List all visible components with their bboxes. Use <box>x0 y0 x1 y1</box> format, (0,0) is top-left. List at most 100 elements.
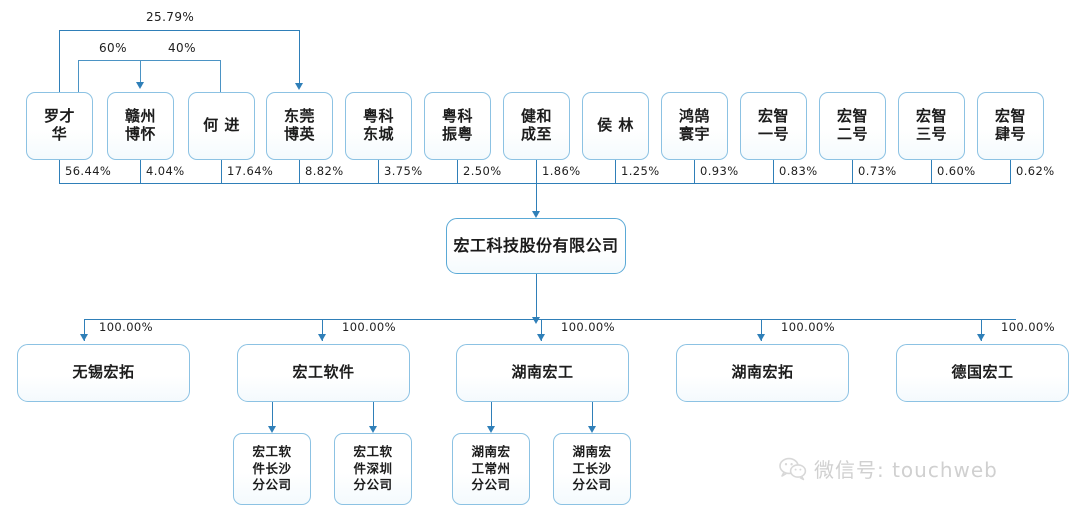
cross-line-drop-ganzhou <box>140 60 142 83</box>
branch-box-hg-soft-shenzhen[interactable]: 宏工软 件深圳 分公司 <box>334 433 412 505</box>
shareholder-box-yueke-zhenyue[interactable]: 粤科 振粤 <box>424 92 491 160</box>
bus-wall-5 <box>457 160 459 184</box>
shareholder-box-honghu-huanyu[interactable]: 鸿鹄 寰宇 <box>661 92 728 160</box>
ownership-pct-ganzhou-bohuai: 4.04% <box>146 164 185 178</box>
branch-drop-hn-hg-changzhou <box>491 402 493 431</box>
branch-box-hn-hg-changsha[interactable]: 湖南宏 工长沙 分公司 <box>553 433 631 505</box>
parent-company-box[interactable]: 宏工科技股份有限公司 <box>446 218 626 274</box>
cross-arrow-ganzhou <box>136 82 144 89</box>
ownership-pct-hongzhi-1: 0.83% <box>779 164 818 178</box>
sub-arrow-hunan-honggong <box>537 334 545 341</box>
shareholder-box-yueke-dongcheng[interactable]: 粤科 东城 <box>345 92 412 160</box>
ownership-pct-jianhe-chengzhi: 1.86% <box>542 164 581 178</box>
subsidiary-box-hunan-honggong[interactable]: 湖南宏工 <box>456 344 629 402</box>
cross-arrow-25-79 <box>295 83 303 90</box>
subsidiary-box-wuxi-hongtuo[interactable]: 无锡宏拓 <box>17 344 190 402</box>
shareholder-box-hou-lin[interactable]: 侯 林 <box>582 92 649 160</box>
ownership-pct-hongzhi-3: 0.60% <box>937 164 976 178</box>
shareholder-label: 宏智 肆号 <box>994 107 1026 143</box>
shareholder-box-luo-cai-hua[interactable]: 罗才 华 <box>26 92 93 160</box>
shareholder-label: 宏智 三号 <box>915 107 947 143</box>
sub-arrow-honggong-software <box>318 334 326 341</box>
bus-wall-0 <box>59 160 61 184</box>
bus-wall-3 <box>299 160 301 184</box>
branch-box-hg-soft-changsha[interactable]: 宏工软 件长沙 分公司 <box>233 433 311 505</box>
bus-wall-8 <box>694 160 696 184</box>
shareholder-box-hongzhi-1[interactable]: 宏智 一号 <box>740 92 807 160</box>
shareholder-label: 东莞 博英 <box>283 107 315 143</box>
subsidiary-box-hunan-hongtuo[interactable]: 湖南宏拓 <box>676 344 849 402</box>
subsidiary-label: 湖南宏拓 <box>731 363 794 382</box>
ownership-pct-yueke-zhenyue: 2.50% <box>463 164 502 178</box>
trunk-arrow-subs <box>532 317 540 324</box>
subsidiary-pct-hunan-hongtuo: 100.00% <box>781 320 835 334</box>
shareholder-box-hongzhi-3[interactable]: 宏智 三号 <box>898 92 965 160</box>
branch-label: 湖南宏 工长沙 分公司 <box>572 444 612 493</box>
subsidiary-bus-rail <box>84 319 1016 321</box>
watermark-text: 微信号: touchweb <box>814 458 998 482</box>
ownership-pct-hongzhi-2: 0.73% <box>858 164 897 178</box>
cross-line-40-right <box>220 60 222 92</box>
bus-wall-1 <box>140 160 142 184</box>
sub-drop-germany-honggong <box>981 319 983 341</box>
shareholder-box-dongguan-boying[interactable]: 东莞 博英 <box>266 92 333 160</box>
branch-arrow-hg-soft-shenzhen <box>369 426 377 433</box>
cross-holding-label-25-79: 25.79% <box>146 10 195 24</box>
shareholder-box-hongzhi-4[interactable]: 宏智 肆号 <box>977 92 1044 160</box>
branch-label: 宏工软 件长沙 分公司 <box>252 444 292 493</box>
ownership-pct-luo-cai-hua: 56.44% <box>65 164 112 178</box>
trunk-parent-to-subs <box>536 274 538 319</box>
branch-drop-hn-hg-changsha <box>592 402 594 431</box>
sub-drop-wuxi-hongtuo <box>84 319 86 341</box>
shareholder-label: 宏智 二号 <box>836 107 868 143</box>
branch-drop-hg-soft-shenzhen <box>373 402 375 431</box>
shareholder-box-ganzhou-bohuai[interactable]: 赣州 博怀 <box>107 92 174 160</box>
ownership-pct-hou-lin: 1.25% <box>621 164 660 178</box>
subsidiary-label: 德国宏工 <box>951 363 1014 382</box>
subsidiary-box-honggong-software[interactable]: 宏工软件 <box>237 344 410 402</box>
subsidiary-pct-germany-honggong: 100.00% <box>1001 320 1055 334</box>
subsidiary-label: 湖南宏工 <box>511 363 574 382</box>
subsidiary-box-germany-honggong[interactable]: 德国宏工 <box>896 344 1069 402</box>
branch-label: 宏工软 件深圳 分公司 <box>353 444 393 493</box>
sub-arrow-germany-honggong <box>977 334 985 341</box>
ownership-pct-hongzhi-4: 0.62% <box>1016 164 1055 178</box>
cross-line-25-79-top <box>59 30 300 32</box>
trunk-arrow-parent <box>532 211 540 218</box>
bus-wall-6 <box>536 160 538 184</box>
subsidiary-pct-hunan-honggong: 100.00% <box>561 320 615 334</box>
shareholder-box-hongzhi-2[interactable]: 宏智 二号 <box>819 92 886 160</box>
watermark: 微信号: touchweb <box>779 454 998 483</box>
shareholder-label: 赣州 博怀 <box>124 107 156 143</box>
bus-wall-2 <box>221 160 223 184</box>
shareholder-label: 粤科 振粤 <box>441 107 473 143</box>
shareholder-box-jianhe-chengzhi[interactable]: 健和 成至 <box>503 92 570 160</box>
bus-wall-11 <box>931 160 933 184</box>
shareholder-label: 侯 林 <box>597 116 634 135</box>
ownership-pct-honghu-huanyu: 0.93% <box>700 164 739 178</box>
trunk-to-parent <box>536 183 538 212</box>
ownership-pct-yueke-dongcheng: 3.75% <box>384 164 423 178</box>
sub-drop-hunan-hongtuo <box>761 319 763 341</box>
shareholder-label: 鸿鹄 寰宇 <box>678 107 710 143</box>
cross-holding-label-60: 60% <box>99 41 127 55</box>
cross-line-25-79-right <box>299 30 301 83</box>
wechat-icon <box>779 457 807 480</box>
shareholder-label: 粤科 东城 <box>362 107 394 143</box>
bus-wall-10 <box>852 160 854 184</box>
branch-label: 湖南宏 工常州 分公司 <box>471 444 511 493</box>
shareholder-label: 宏智 一号 <box>757 107 789 143</box>
shareholder-label: 健和 成至 <box>520 107 552 143</box>
bus-wall-12 <box>1010 160 1012 184</box>
branch-box-hn-hg-changzhou[interactable]: 湖南宏 工常州 分公司 <box>452 433 530 505</box>
cross-holding-label-40: 40% <box>168 41 196 55</box>
shareholder-label: 何 进 <box>203 116 240 135</box>
ownership-pct-dongguan-boying: 8.82% <box>305 164 344 178</box>
branch-drop-hg-soft-changsha <box>272 402 274 431</box>
bus-wall-4 <box>378 160 380 184</box>
cross-line-25-79-left <box>59 30 61 92</box>
shareholder-box-he-jin[interactable]: 何 进 <box>188 92 255 160</box>
subsidiary-label: 无锡宏拓 <box>72 363 135 382</box>
sub-arrow-wuxi-hongtuo <box>80 334 88 341</box>
